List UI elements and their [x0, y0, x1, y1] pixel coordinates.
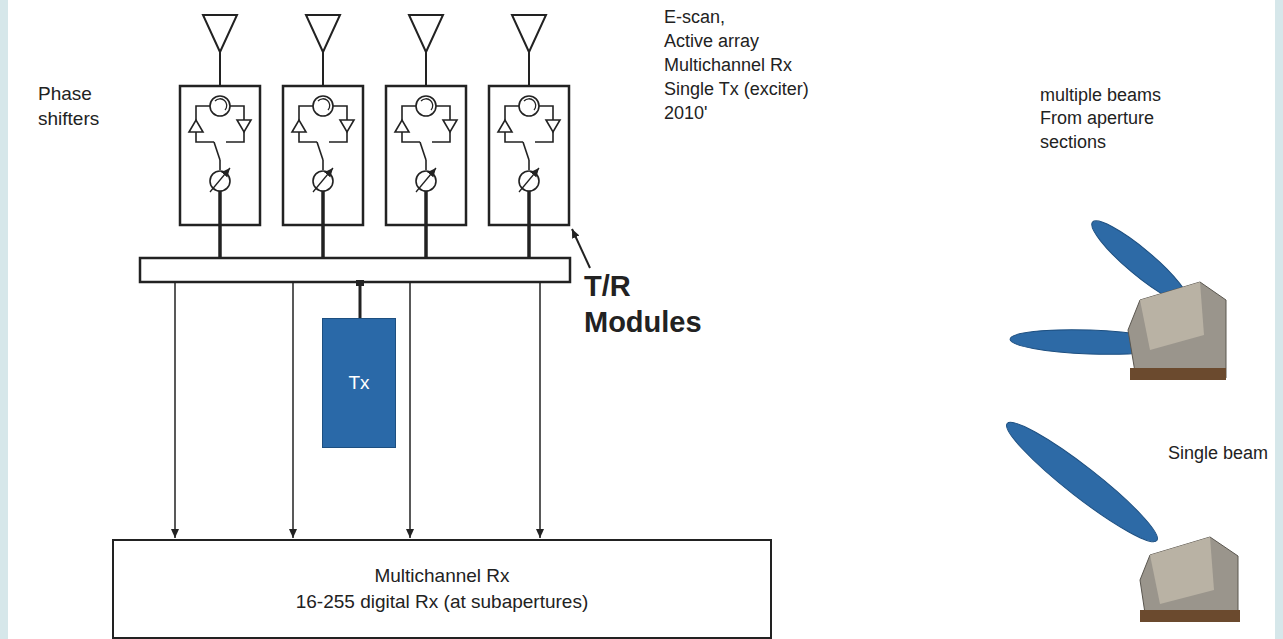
node-text: 16-255 digital Rx (at subapertures) [296, 589, 589, 615]
drawing-part [210, 96, 230, 116]
drawing-part [313, 168, 333, 192]
tx-feed-dot [356, 280, 364, 286]
drawing-part [299, 106, 313, 120]
drawing-part [539, 106, 553, 120]
drawing-part [329, 132, 347, 142]
drawing-part [524, 99, 536, 110]
part-label: Phase shifters [38, 82, 133, 131]
drawing-part [409, 15, 443, 52]
note-line: Single Tx (exciter) [664, 78, 894, 101]
drawing-part [219, 160, 221, 170]
drawing-part [210, 168, 230, 192]
drawing-part [292, 282, 294, 538]
drawing-part [230, 106, 244, 120]
drawing-part [527, 191, 531, 258]
drawing-part [226, 132, 244, 142]
edge-strip [1275, 0, 1283, 639]
drawing-part [1140, 282, 1204, 350]
drawing-part [519, 168, 539, 192]
drawing-part [1150, 537, 1214, 604]
drawing-part [340, 120, 354, 132]
drawing-part [203, 15, 237, 52]
edge-strip [0, 0, 8, 639]
drawing-part [402, 106, 416, 120]
drawing-part [214, 142, 220, 160]
drawing-part [421, 99, 433, 110]
tr-module [180, 15, 260, 258]
drawing-part [1140, 610, 1240, 622]
drawing-part [528, 160, 530, 170]
drawing-part [416, 168, 436, 192]
drawing-part [539, 282, 541, 538]
drawing-part [498, 120, 512, 132]
drawing-part [402, 132, 420, 142]
drawing-part [512, 15, 546, 52]
drawing-part [420, 142, 426, 160]
drawing-part [436, 106, 450, 120]
tr-module [283, 15, 363, 258]
tr-module [386, 15, 466, 258]
drawing-part [519, 96, 539, 116]
drawing-part [174, 282, 176, 538]
drawing-part [425, 160, 427, 170]
drawing-part [189, 120, 203, 132]
rx-arrows [175, 282, 540, 538]
drawing-part [219, 52, 221, 86]
drawing-part [318, 99, 330, 110]
drawing-part [292, 120, 306, 132]
tr-module-group [180, 15, 569, 258]
drawing-part [218, 191, 222, 258]
note-line: Multichannel Rx [664, 54, 894, 77]
drawing-part [313, 96, 333, 116]
leader-arrow [572, 229, 590, 268]
drawing-part [528, 52, 530, 86]
tx-feed-line [359, 282, 362, 318]
drawing-part [395, 120, 409, 132]
drawing-part [317, 142, 323, 160]
drawing-part [322, 160, 324, 170]
drawing-part [299, 132, 317, 142]
beam-label: Single beam [1168, 442, 1278, 465]
radar-illustration [998, 212, 1240, 622]
drawing-part [196, 106, 210, 120]
drawing-part [523, 142, 529, 160]
drawing-part [505, 106, 519, 120]
node-text: Multichannel Rx [374, 563, 509, 589]
node-text: Tx [348, 370, 369, 396]
note-line: 2010' [664, 102, 894, 125]
drawing-part [416, 96, 436, 116]
drawing-part [1128, 282, 1226, 378]
combiner-bar [140, 258, 570, 282]
drawing-part [424, 191, 428, 258]
drawing-part [322, 52, 324, 86]
drawing-part [432, 132, 450, 142]
callout-label: T/R Modules [584, 268, 744, 341]
drawing-part [321, 191, 325, 258]
drawing-part [425, 52, 427, 86]
note-line: E-scan, [664, 6, 894, 29]
drawing-part [998, 412, 1166, 553]
drawing-part [409, 282, 411, 538]
receiver-box: Multichannel Rx16-255 digital Rx (at sub… [112, 539, 772, 639]
drawing-part [237, 120, 251, 132]
drawing-part [535, 132, 553, 142]
drawing-part [505, 132, 523, 142]
drawing-part [546, 120, 560, 132]
drawing-part [1130, 368, 1226, 380]
drawing-part [196, 132, 214, 142]
drawing-part [306, 15, 340, 52]
drawing-part [443, 120, 457, 132]
drawing-part [333, 106, 347, 120]
transmitter-box: Tx [322, 318, 396, 448]
tr-module [489, 15, 569, 258]
drawing-part [1140, 537, 1238, 620]
beam-label: multiple beams From aperture sections [1040, 84, 1190, 154]
note-line: Active array [664, 30, 894, 53]
drawing-part [215, 99, 227, 110]
